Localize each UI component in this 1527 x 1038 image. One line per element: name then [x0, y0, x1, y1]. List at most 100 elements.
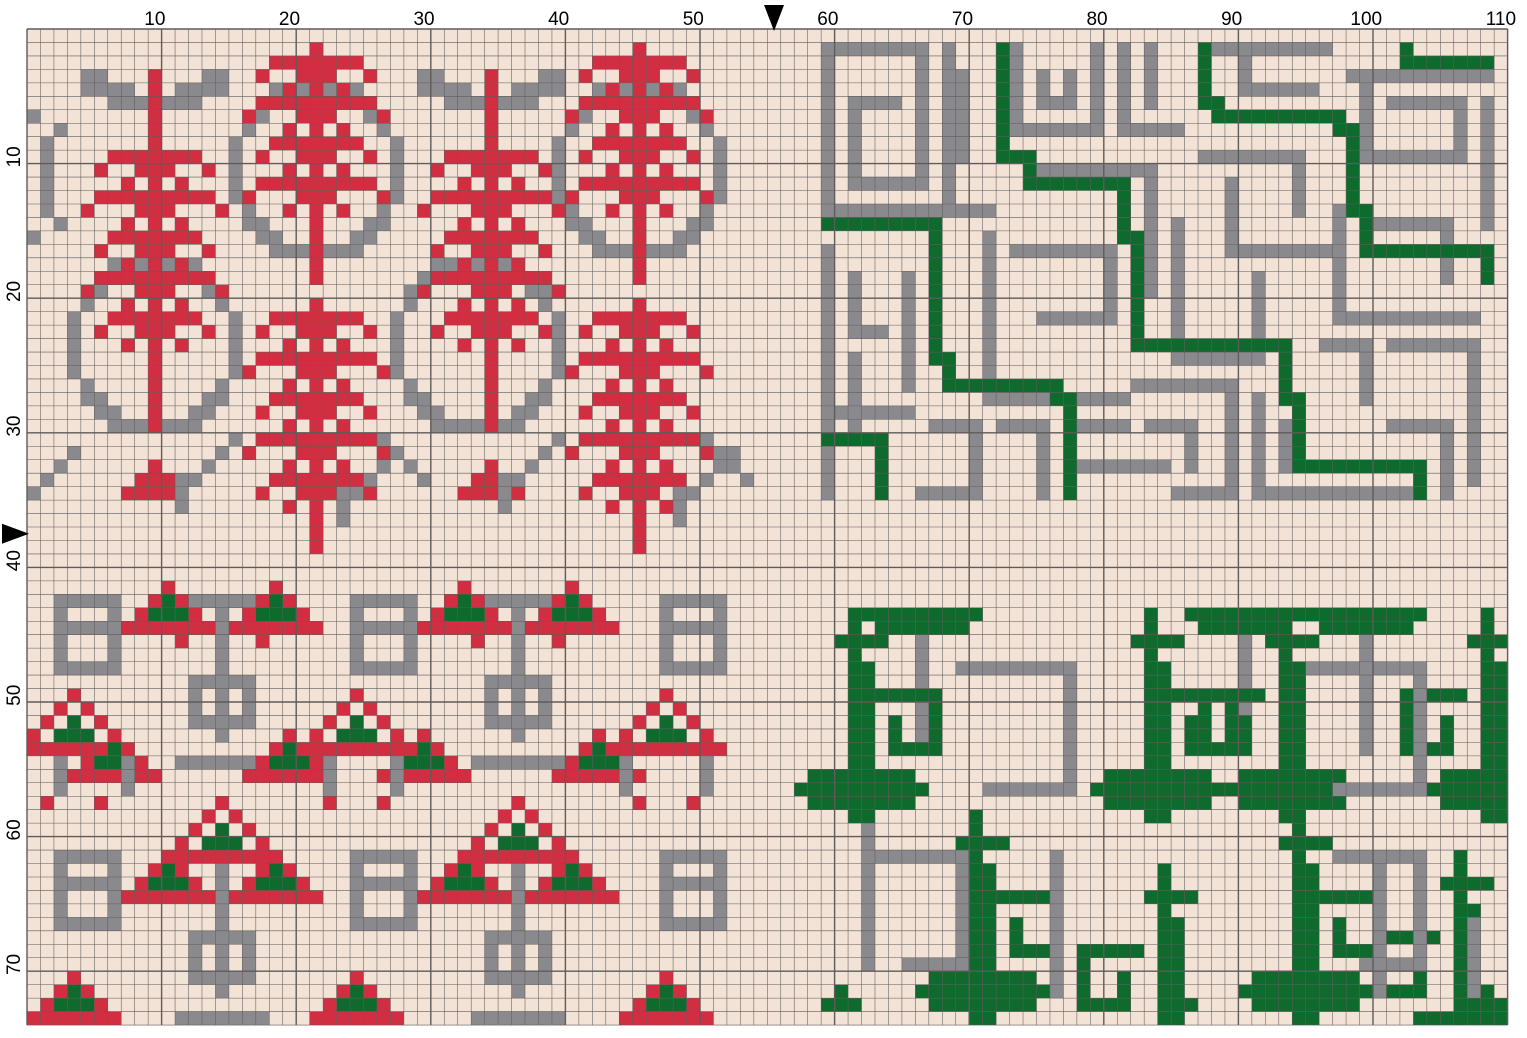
stitch-gray — [1279, 433, 1292, 446]
stitch-gray — [1373, 850, 1386, 863]
stitch-red — [633, 150, 646, 163]
stitch-gray — [81, 917, 94, 930]
stitch-green — [1292, 446, 1305, 459]
stitch-red — [687, 715, 700, 728]
stitch-red — [485, 325, 498, 338]
stitch-green — [848, 742, 861, 755]
stitch-gray — [121, 96, 134, 109]
stitch-gray — [1158, 379, 1171, 392]
stitch-red — [364, 406, 377, 419]
stitch-gray — [875, 42, 888, 55]
stitch-red — [148, 594, 161, 607]
stitch-gray — [1050, 971, 1063, 984]
stitch-green — [1481, 729, 1494, 742]
stitch-gray — [700, 217, 713, 230]
stitch-red — [431, 621, 444, 634]
stitch-gray — [646, 244, 659, 257]
stitch-green — [1454, 689, 1467, 702]
stitch-gray — [350, 621, 363, 634]
stitch-gray — [81, 594, 94, 607]
stitch-red — [565, 446, 578, 459]
stitch-green — [1427, 689, 1440, 702]
stitch-gray — [1010, 783, 1023, 796]
stitch-red — [606, 312, 619, 325]
stitch-gray — [1171, 244, 1184, 257]
stitch-red — [148, 473, 161, 486]
stitch-red — [283, 500, 296, 513]
stitch-gray — [660, 877, 673, 890]
stitch-red — [485, 191, 498, 204]
stitch-gray — [1360, 783, 1373, 796]
stitch-gray — [1454, 150, 1467, 163]
stitch-red — [350, 177, 363, 190]
stitch-red — [579, 864, 592, 877]
stitch-green — [862, 675, 875, 688]
stitch-green — [1171, 635, 1184, 648]
stitch-gray — [1131, 123, 1144, 136]
stitch-gray — [229, 433, 242, 446]
stitch-green — [1131, 944, 1144, 957]
stitch-gray — [390, 312, 403, 325]
stitch-gray — [983, 204, 996, 217]
stitch-gray — [108, 904, 121, 917]
stitch-gray — [242, 217, 255, 230]
stitch-red — [687, 352, 700, 365]
stitch-red — [81, 1012, 94, 1025]
stitch-gray — [1010, 83, 1023, 96]
stitch-gray — [1279, 42, 1292, 55]
stitch-green — [1144, 742, 1157, 755]
stitch-gray — [848, 271, 861, 284]
stitch-red — [296, 366, 309, 379]
stitch-green — [1292, 715, 1305, 728]
column-tick-label: 110 — [1486, 9, 1516, 30]
stitch-red — [135, 231, 148, 244]
stitch-red — [458, 298, 471, 311]
stitch-gray — [175, 83, 188, 96]
stitch-green — [969, 850, 982, 863]
stitch-green — [162, 594, 175, 607]
stitch-gray — [862, 944, 875, 957]
stitch-red — [579, 890, 592, 903]
stitch-gray — [1171, 217, 1184, 230]
stitch-red — [485, 298, 498, 311]
stitch-gray — [512, 702, 525, 715]
stitch-red — [256, 69, 269, 82]
stitch-gray — [1225, 473, 1238, 486]
stitch-green — [1279, 985, 1292, 998]
stitch-green — [888, 796, 901, 809]
stitch-gray — [1346, 312, 1359, 325]
stitch-gray — [713, 648, 726, 661]
stitch-green — [996, 83, 1009, 96]
stitch-gray — [1037, 244, 1050, 257]
stitch-green — [1279, 339, 1292, 352]
stitch-gray — [1373, 958, 1386, 971]
stitch-green — [929, 689, 942, 702]
stitch-gray — [1467, 433, 1480, 446]
stitch-gray — [1171, 379, 1184, 392]
stitch-gray — [848, 110, 861, 123]
stitch-gray — [498, 419, 511, 432]
stitch-gray — [1346, 487, 1359, 500]
stitch-red — [81, 742, 94, 755]
stitch-gray — [215, 379, 228, 392]
stitch-gray — [592, 83, 605, 96]
stitch-green — [1333, 917, 1346, 930]
stitch-red — [538, 271, 551, 284]
stitch-green — [875, 217, 888, 230]
stitch-gray — [458, 419, 471, 432]
stitch-red — [512, 796, 525, 809]
stitch-green — [1185, 783, 1198, 796]
stitch-red — [269, 96, 282, 109]
stitch-green — [1225, 783, 1238, 796]
stitch-gray — [969, 204, 982, 217]
stitch-green — [1198, 56, 1211, 69]
stitch-red — [364, 352, 377, 365]
stitch-red — [606, 123, 619, 136]
stitch-gray — [538, 83, 551, 96]
stitch-red — [337, 83, 350, 96]
stitch-gray — [1077, 164, 1090, 177]
stitch-red — [323, 1012, 336, 1025]
stitch-red — [579, 325, 592, 338]
stitch-gray — [1413, 96, 1426, 109]
stitch-green — [888, 217, 901, 230]
